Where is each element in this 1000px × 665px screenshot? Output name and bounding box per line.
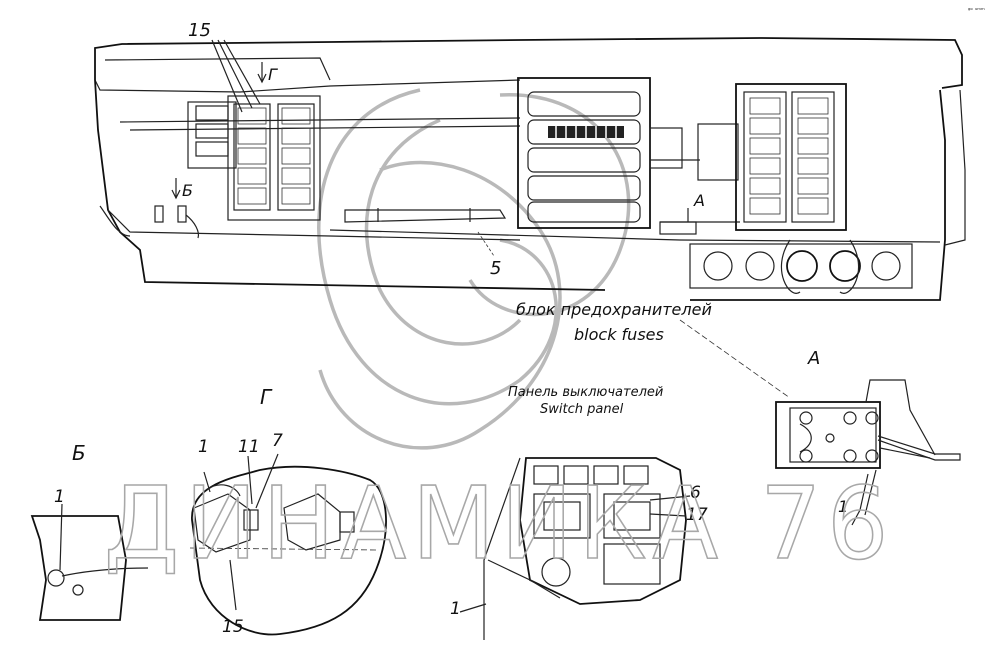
view-b-panel [30,503,149,621]
switch-g-left [193,484,259,553]
view-g-panel [189,453,387,636]
callout-g-top: Г [268,65,278,84]
switch-column-1 [233,103,271,211]
switch-column-2 [277,103,315,211]
callout-1-view-g: 1 [198,437,209,457]
callout-1-view-b: 1 [54,487,65,507]
view-a-connector [775,379,961,526]
callout-7: 7 [272,431,283,451]
callout-b-left: Б [182,181,193,200]
dashboard-main [94,37,966,301]
callout-15-bottom: 15 [222,617,244,637]
fuse-row [548,126,624,138]
fuse-block-label-en: block fuses [574,325,664,344]
callout-1-bottom: 1 [450,599,461,619]
relay-grid [749,97,829,215]
callout-15-top: 15 [188,20,211,41]
fuse-block-center [517,77,740,235]
watermark-swirl [317,88,631,450]
switch-panel-label-ru: Панель выключателей [508,385,663,400]
gauge-cluster [689,239,913,294]
view-b-title: Б [72,441,86,465]
switch-panel-label-en: Switch panel [540,402,624,417]
callout-6: 6 [690,483,701,503]
switch-panel-bottom [483,457,691,640]
section-arrow-g [257,62,267,84]
leader-to-view-a [679,319,791,399]
watermark-text: ДИНАМИКА 76 [104,465,894,582]
view-g-title: Г [260,385,273,409]
callout-a-arrow: А [693,191,705,210]
callout-11: 11 [238,437,260,457]
callout-5: 5 [490,258,501,279]
switch-g-right [283,493,355,551]
fuse-block-label-ru: блок предохранителей [516,300,712,319]
relay-panel-right [735,83,847,231]
callout-1-view-a: 1 [838,497,848,516]
section-arrow-b [171,178,181,200]
corner-mark: ᵍᵒ ᵘᵐᵐ [968,7,985,14]
left-switch-panel [99,39,321,239]
callout-17: 17 [686,505,708,525]
view-a-title: А [807,348,820,369]
